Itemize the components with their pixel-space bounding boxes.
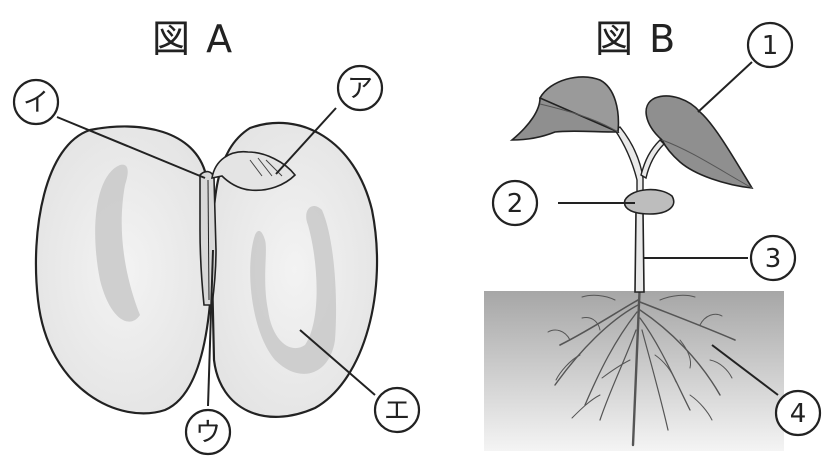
svg-text:エ: エ	[384, 396, 410, 426]
label-a: ア	[338, 66, 382, 110]
label-1: 1	[748, 23, 792, 67]
label-u: ウ	[186, 410, 230, 454]
figure-a: 図 A ア イ	[14, 17, 419, 454]
leader-1	[698, 62, 752, 112]
label-3: 3	[751, 236, 795, 280]
svg-text:1: 1	[762, 31, 779, 61]
svg-text:ア: ア	[347, 74, 373, 104]
figure-b: 図 B	[484, 17, 820, 451]
figure-b-title: 図 B	[595, 17, 677, 61]
cotyledon-2	[625, 190, 674, 214]
label-i: イ	[14, 80, 58, 124]
svg-text:3: 3	[765, 244, 782, 274]
svg-text:4: 4	[790, 399, 807, 429]
label-e: エ	[375, 388, 419, 432]
svg-text:2: 2	[507, 189, 524, 219]
hypocotyl-3	[635, 210, 644, 292]
label-2: 2	[493, 181, 537, 225]
svg-text:ウ: ウ	[195, 418, 221, 448]
svg-text:イ: イ	[23, 88, 49, 118]
embryo-axis-u	[200, 172, 216, 305]
epicotyl	[615, 127, 643, 200]
label-4: 4	[776, 391, 820, 435]
figure-a-title: 図 A	[152, 17, 234, 61]
